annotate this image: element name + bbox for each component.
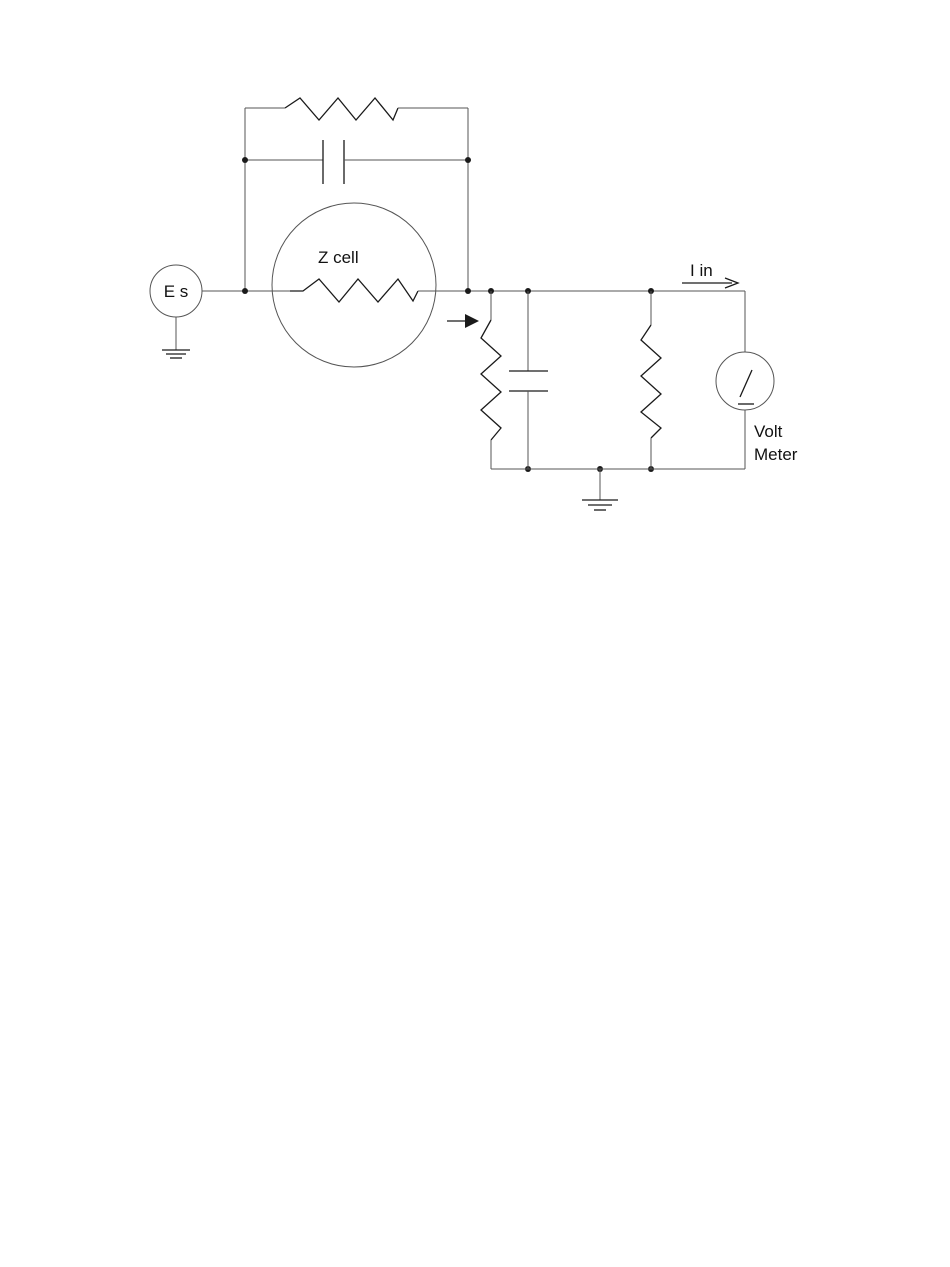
- shunt-resistor-2: [641, 291, 661, 469]
- voltage-source: E s: [150, 265, 202, 317]
- shunt-capacitor: [509, 291, 548, 469]
- current-label: I in: [690, 261, 713, 280]
- top-resistor: [245, 98, 468, 120]
- shunt-resistor-1: [481, 291, 501, 469]
- bottom-ground-icon: [582, 469, 618, 510]
- top-capacitor: [245, 140, 468, 184]
- meter-label-line2: Meter: [754, 445, 798, 464]
- junction-dots: [242, 157, 654, 472]
- source-ground-icon: [162, 317, 190, 358]
- z-cell: Z cell: [245, 203, 745, 367]
- cell-label: Z cell: [318, 248, 359, 267]
- volt-meter: [716, 352, 774, 410]
- source-label: E s: [164, 282, 189, 301]
- meter-label-line1: Volt: [754, 422, 783, 441]
- input-arrow-icon: [447, 314, 479, 328]
